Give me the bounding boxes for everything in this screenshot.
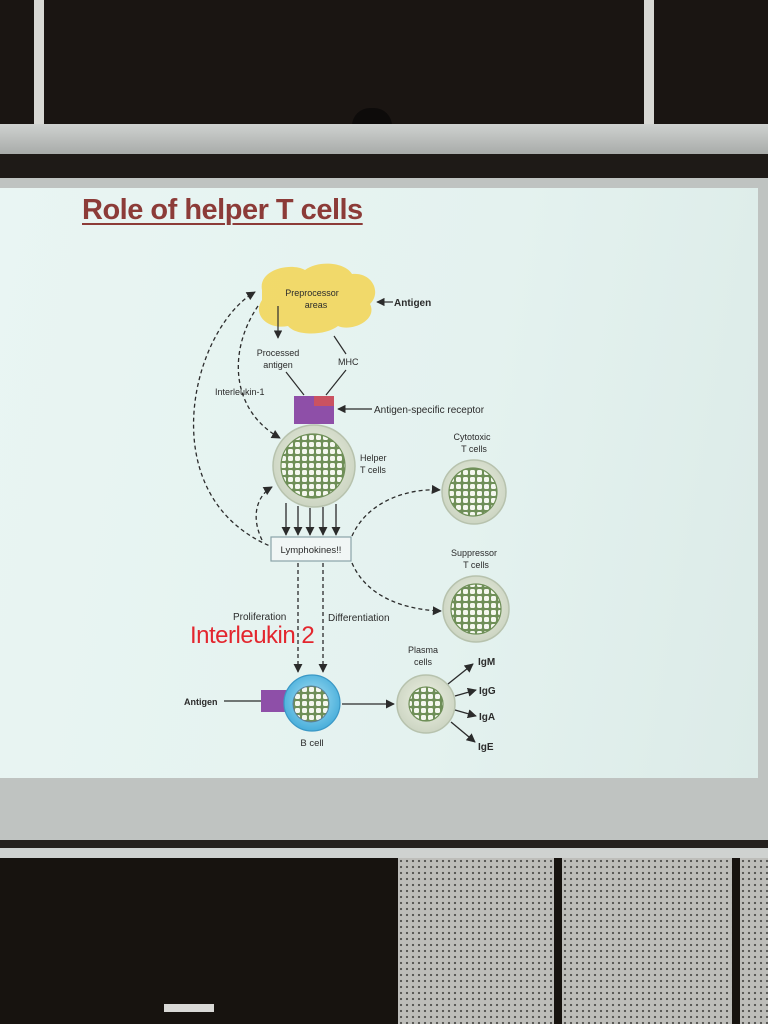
plasma-label-1: Plasma	[408, 645, 438, 655]
perforated-panel	[398, 858, 554, 1024]
plasma-label-2: cells	[414, 657, 433, 667]
screen-top-shadow	[0, 154, 768, 178]
helper-t-cell-diagram: Preprocessor areas Antigen Processed ant…	[0, 188, 758, 778]
screen-rod-right	[644, 0, 654, 124]
preprocessor-label-1: Preprocessor	[285, 288, 339, 298]
perforated-panel	[740, 858, 768, 1024]
b-cell-receptor	[261, 690, 287, 712]
antigen-specific-receptor	[294, 396, 334, 424]
lymphokines-label: Lymphokines!!	[281, 545, 342, 556]
plasma-cell	[397, 675, 455, 733]
antigen-left-label: Antigen	[184, 697, 218, 707]
receptor-label: Antigen-specific receptor	[374, 405, 485, 416]
antibody-ige: IgE	[478, 742, 494, 753]
suppressor-arrow	[352, 563, 441, 611]
mhc-line-top	[334, 336, 346, 354]
perforated-panel	[562, 858, 732, 1024]
helper-label-2: T cells	[360, 465, 386, 475]
mhc-label: MHC	[338, 357, 359, 367]
handwritten-annotation: Interleukin 2	[190, 622, 314, 650]
suppressor-label-1: Suppressor	[451, 548, 497, 558]
preprocessor-areas	[259, 264, 375, 334]
antigen-top-label: Antigen	[394, 298, 431, 309]
screen-bottom-bar	[0, 848, 768, 858]
antibody-igg: IgG	[479, 686, 496, 697]
cytotoxic-arrow	[352, 490, 440, 536]
screen-rod-left	[34, 0, 44, 124]
processed-antigen-label-1: Processed	[257, 348, 300, 358]
cytotoxic-label-1: Cytotoxic	[453, 432, 491, 442]
secretion-arrows	[286, 503, 336, 535]
processed-antigen-label-2: antigen	[263, 360, 293, 370]
feedback-arrow-inner	[256, 487, 272, 540]
mhc-line	[326, 370, 346, 395]
suppressor-label-2: T cells	[463, 560, 489, 570]
b-cell	[284, 675, 340, 731]
interleukin-1-label: Interleukin-1	[215, 387, 265, 397]
feedback-arrow-outer	[194, 292, 275, 548]
b-cell-label: B cell	[300, 738, 323, 749]
differentiation-label: Differentiation	[328, 613, 390, 624]
light-fixture	[164, 1004, 214, 1012]
preprocessor-label-2: areas	[305, 300, 328, 310]
suppressor-t-cell	[443, 576, 509, 642]
antibody-igm: IgM	[478, 657, 495, 668]
helper-label-1: Helper	[360, 453, 387, 463]
screen-top-bar	[0, 124, 768, 154]
helper-t-cell	[273, 425, 355, 507]
processed-line	[286, 372, 304, 395]
antibody-iga: IgA	[479, 712, 495, 723]
cytotoxic-t-cell	[442, 460, 506, 524]
cytotoxic-label-2: T cells	[461, 444, 487, 454]
interleukin-1-arrow	[238, 306, 280, 438]
